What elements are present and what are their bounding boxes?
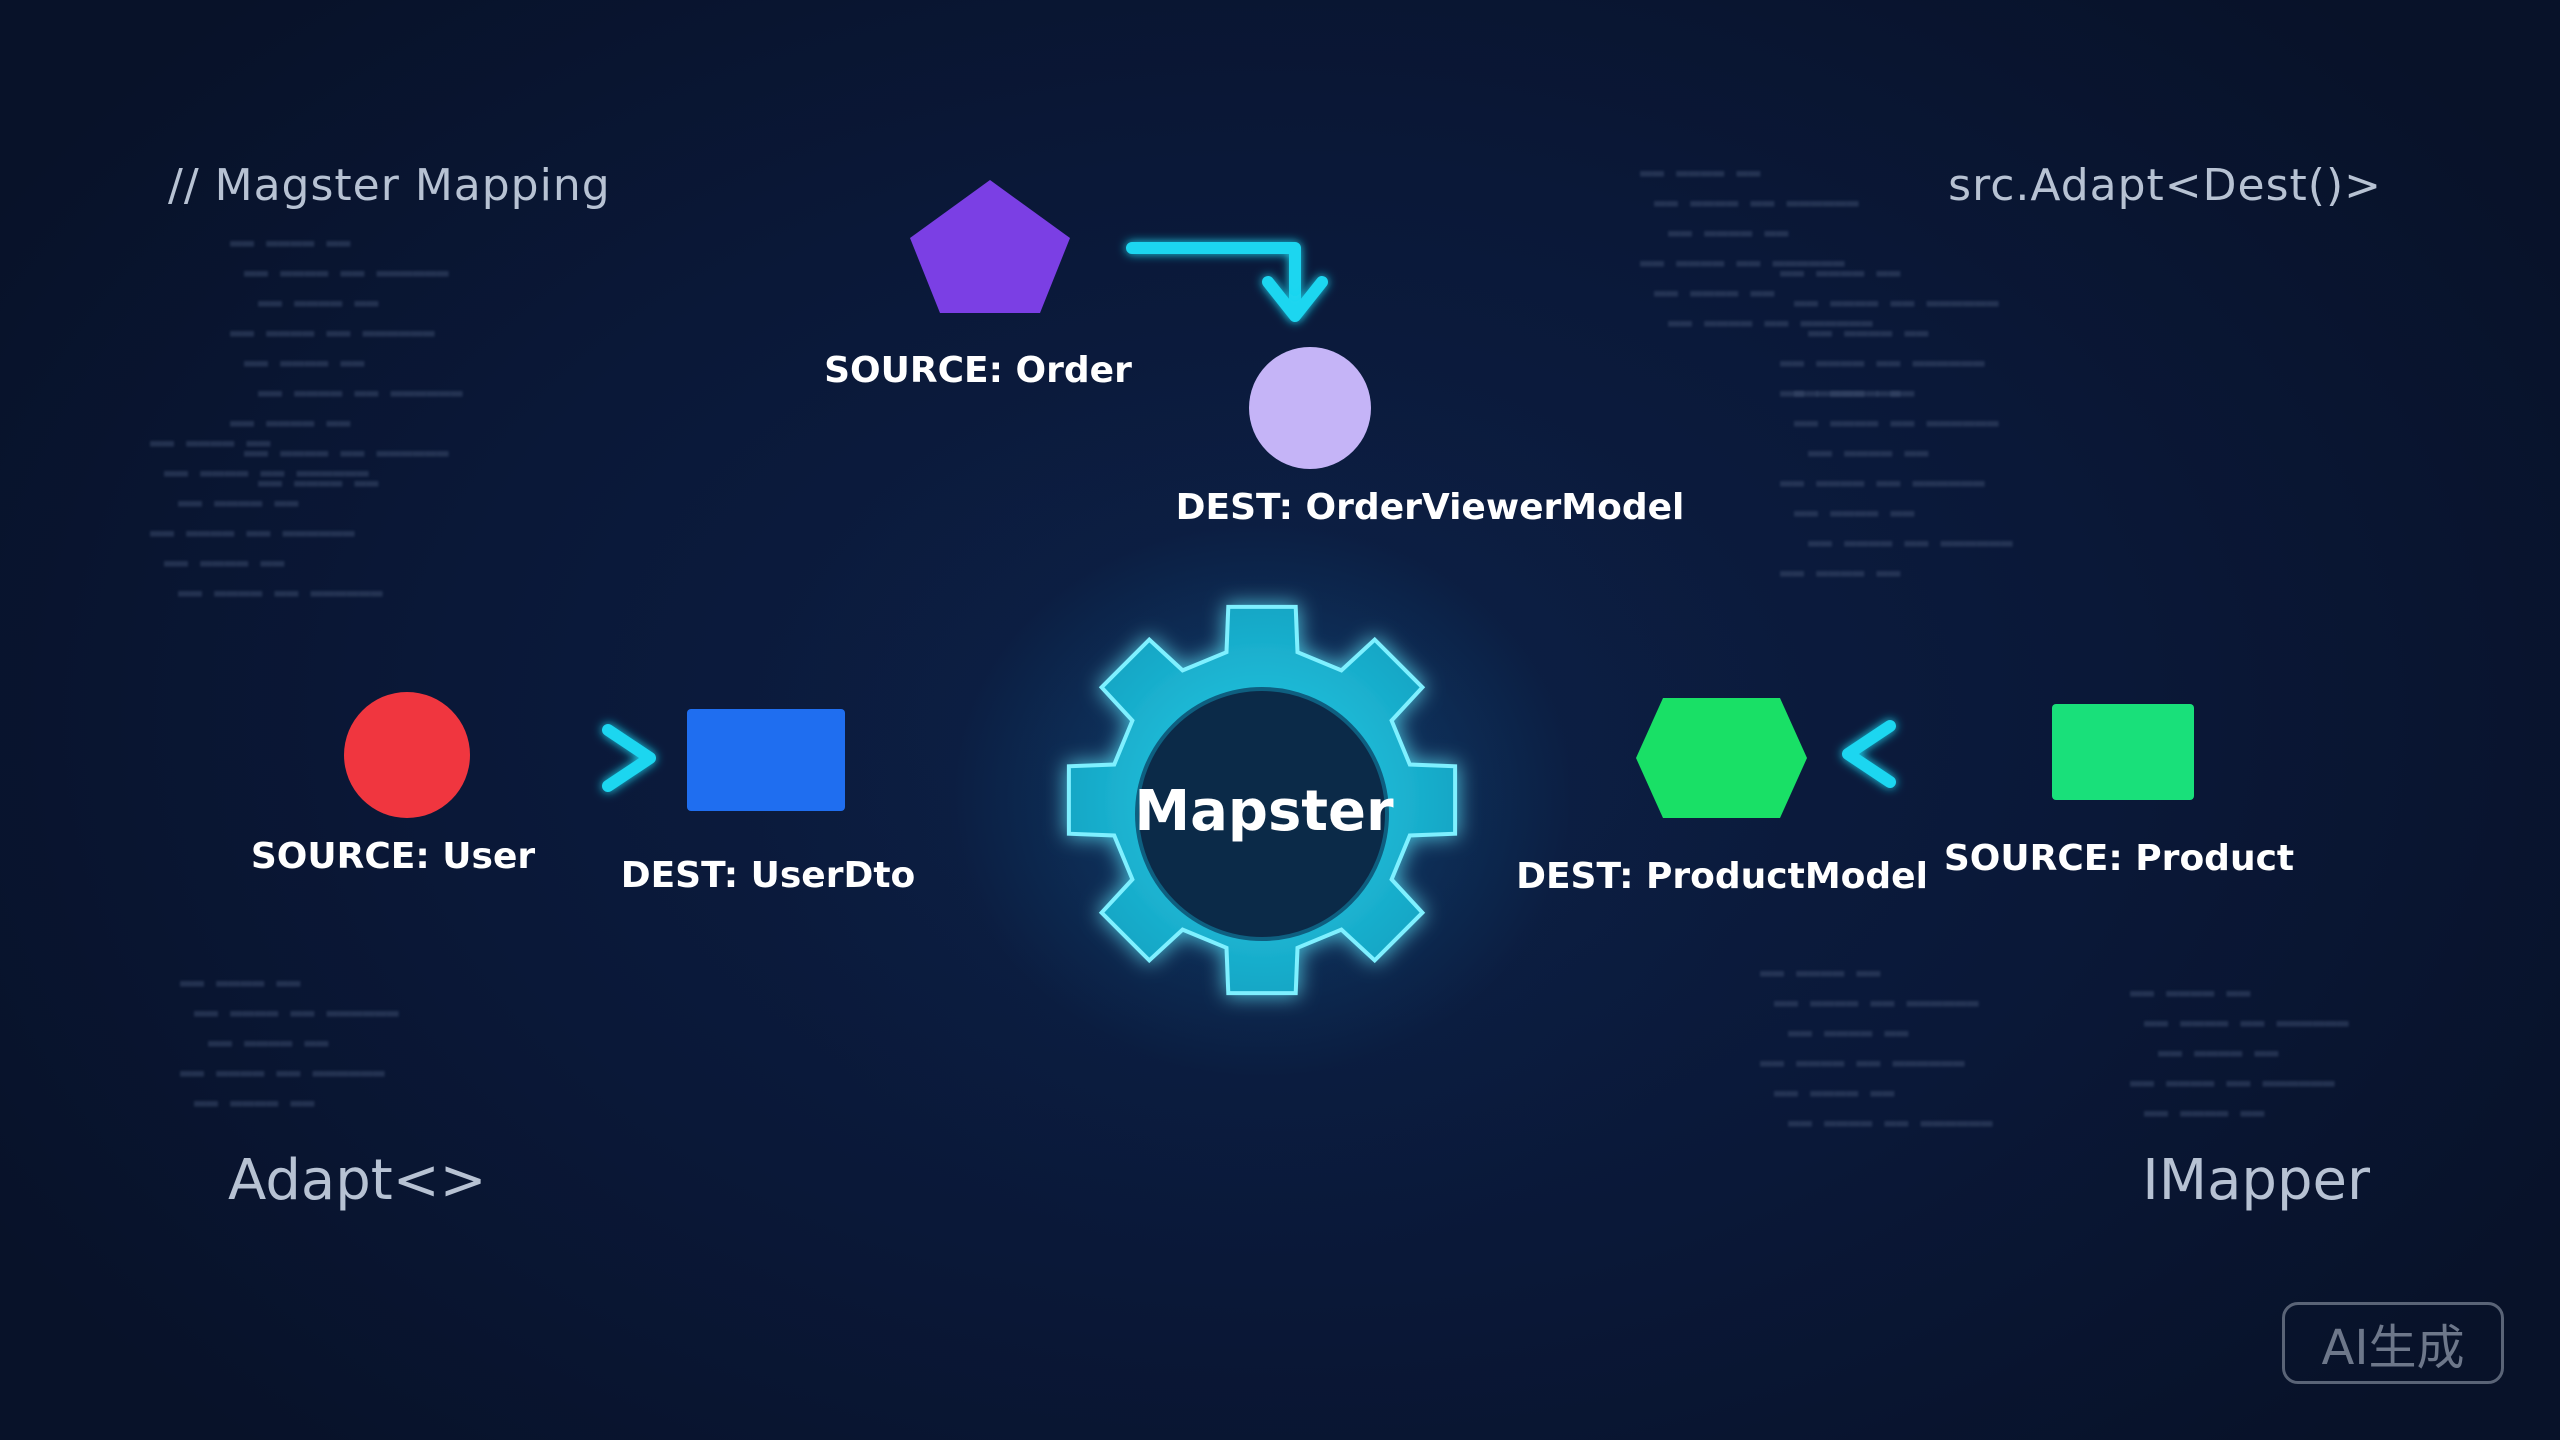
background-code-line: ▬▬ ▬▬▬▬ ▬▬: [180, 970, 301, 994]
product-dest-label: DEST: ProductModel: [1516, 856, 1928, 897]
mapster-gear: Mapster: [1066, 604, 1458, 996]
background-code-line: ▬▬ ▬▬▬▬ ▬▬: [1654, 280, 1775, 304]
background-code-line: ▬▬ ▬▬▬▬ ▬▬: [1780, 560, 1901, 584]
user-arrowhead: [602, 724, 656, 792]
background-code-line: ▬▬ ▬▬▬▬ ▬▬: [2130, 980, 2251, 1004]
background-code-line: ▬▬ ▬▬▬▬ ▬▬ ▬▬▬▬▬▬: [180, 1060, 385, 1084]
background-code-line: ▬▬ ▬▬▬▬ ▬▬ ▬▬▬▬▬▬: [1654, 190, 1859, 214]
order-dest-circle: [1249, 347, 1371, 469]
background-code-line: ▬▬ ▬▬▬▬ ▬▬ ▬▬▬▬▬▬: [1774, 990, 1979, 1014]
order-source-label: SOURCE: Order: [824, 350, 1132, 391]
background-code-line: ▬▬ ▬▬▬▬ ▬▬ ▬▬▬▬▬▬: [1788, 1110, 1993, 1134]
background-code-line: ▬▬ ▬▬▬▬ ▬▬: [230, 230, 351, 254]
background-code-line: ▬▬ ▬▬▬▬ ▬▬: [258, 470, 379, 494]
background-code-line: ▬▬ ▬▬▬▬ ▬▬: [1640, 160, 1761, 184]
order-source-pentagon: [910, 180, 1070, 313]
mapping-product: [1636, 698, 2194, 818]
background-code-line: ▬▬ ▬▬▬▬ ▬▬ ▬▬▬▬▬▬: [150, 520, 355, 544]
user-dest-rectangle: [687, 709, 845, 811]
product-source-label: SOURCE: Product: [1943, 838, 2295, 879]
background-code-line: ▬▬ ▬▬▬▬ ▬▬ ▬▬▬▬▬▬: [244, 260, 449, 284]
background-code-line: ▬▬ ▬▬▬▬ ▬▬: [230, 410, 351, 434]
background-code-line: ▬▬ ▬▬▬▬ ▬▬ ▬▬▬▬▬▬: [2130, 1070, 2335, 1094]
background-code-line: ▬▬ ▬▬▬▬ ▬▬ ▬▬▬▬▬▬: [1760, 1050, 1965, 1074]
background-code-line: ▬▬ ▬▬▬▬ ▬▬: [258, 290, 379, 314]
background-code-line: ▬▬ ▬▬▬▬ ▬▬ ▬▬▬▬▬▬: [1668, 310, 1873, 334]
background-code-line: ▬▬ ▬▬▬▬ ▬▬ ▬▬▬▬▬▬: [258, 380, 463, 404]
background-code-line: ▬▬ ▬▬▬▬ ▬▬ ▬▬▬▬▬▬: [164, 460, 369, 484]
background-code-line: ▬▬ ▬▬▬▬ ▬▬: [244, 350, 365, 374]
background-code-line: ▬▬ ▬▬▬▬ ▬▬ ▬▬▬▬▬▬: [1780, 350, 1985, 374]
background-code-line: ▬▬ ▬▬▬▬ ▬▬: [1780, 260, 1901, 284]
background-code-line: ▬▬ ▬▬▬▬ ▬▬: [1760, 960, 1881, 984]
background-code-line: ▬▬ ▬▬▬▬ ▬▬: [1794, 380, 1915, 404]
mapping-order: [910, 180, 1371, 469]
background-code-line: ▬▬ ▬▬▬▬ ▬▬: [194, 1090, 315, 1114]
background-code-line: ▬▬ ▬▬▬▬ ▬▬ ▬▬▬▬▬▬: [1640, 250, 1845, 274]
background-code-line: ▬▬ ▬▬▬▬ ▬▬ ▬▬▬▬▬▬: [244, 440, 449, 464]
background-code-line: ▬▬ ▬▬▬▬ ▬▬ ▬▬▬▬▬▬: [230, 320, 435, 344]
product-arrowhead: [1842, 720, 1896, 788]
background-code-line: ▬▬ ▬▬▬▬ ▬▬ ▬▬▬▬▬▬: [1794, 410, 1999, 434]
product-source-rectangle: [2052, 704, 2194, 800]
background-code-line: ▬▬ ▬▬▬▬ ▬▬: [1788, 1020, 1909, 1044]
product-dest-hexagon: [1636, 698, 1807, 818]
ai-generated-watermark: AI生成: [2282, 1302, 2504, 1384]
background-code-line: ▬▬ ▬▬▬▬ ▬▬: [164, 550, 285, 574]
gear-hub: [1135, 687, 1389, 941]
background-code-line: ▬▬ ▬▬▬▬ ▬▬ ▬▬▬▬▬▬: [1808, 530, 2013, 554]
corner-text-bottom-left: Adapt<>: [228, 1148, 487, 1213]
user-source-circle: [344, 692, 470, 818]
background-code-line: ▬▬ ▬▬▬▬ ▬▬: [150, 430, 271, 454]
order-dest-label: DEST: OrderViewerModel: [1175, 487, 1685, 528]
background-code-line: ▬▬ ▬▬▬▬ ▬▬ ▬▬▬▬▬▬: [178, 580, 383, 604]
background-code-line: ▬▬ ▬▬▬▬ ▬▬ ▬▬▬▬▬▬: [2144, 1010, 2349, 1034]
background-code-line: ▬▬ ▬▬▬▬ ▬▬ ▬▬▬▬▬▬: [194, 1000, 399, 1024]
user-dest-label: DEST: UserDto: [620, 855, 916, 896]
background-code-line: ▬▬ ▬▬▬▬ ▬▬: [1774, 1080, 1895, 1104]
background-code-line: ▬▬ ▬▬▬▬ ▬▬: [1808, 320, 1929, 344]
corner-text-top-right: src.Adapt<Dest()>: [1948, 160, 2382, 211]
corner-text-top-left: // Magster Mapping: [168, 160, 611, 211]
background-code-line: ▬▬ ▬▬▬▬ ▬▬: [1794, 500, 1915, 524]
background-code-line: ▬▬ ▬▬▬▬ ▬▬: [1780, 380, 1901, 404]
background-code-line: ▬▬ ▬▬▬▬ ▬▬: [178, 490, 299, 514]
background-code-line: ▬▬ ▬▬▬▬ ▬▬: [2144, 1100, 2265, 1124]
gear-label: Mapster: [1134, 779, 1394, 844]
order-mapping-arrow: [1126, 242, 1301, 316]
background-code-line: ▬▬ ▬▬▬▬ ▬▬ ▬▬▬▬▬▬: [1794, 290, 1999, 314]
user-source-label: SOURCE: User: [250, 836, 536, 877]
mapping-user: [344, 692, 845, 818]
background-code-line: ▬▬ ▬▬▬▬ ▬▬ ▬▬▬▬▬▬: [1780, 470, 1985, 494]
order-arrowhead: [1262, 276, 1328, 322]
corner-text-bottom-right: IMapper: [2142, 1148, 2370, 1213]
background-code-line: ▬▬ ▬▬▬▬ ▬▬: [2158, 1040, 2279, 1064]
background-code-line: ▬▬ ▬▬▬▬ ▬▬: [208, 1030, 329, 1054]
background-code-line: ▬▬ ▬▬▬▬ ▬▬: [1808, 440, 1929, 464]
background-code-line: ▬▬ ▬▬▬▬ ▬▬: [1668, 220, 1789, 244]
